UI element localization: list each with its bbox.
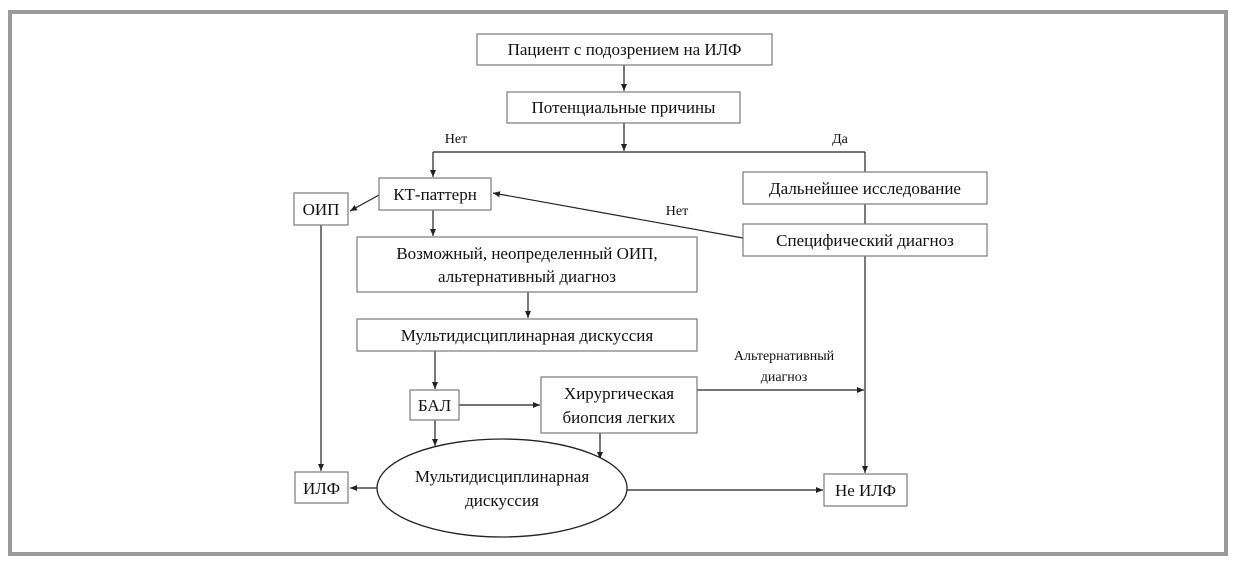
node-possible-uip-line1: Возможный, неопределенный ОИП, [396,244,657,263]
label-no-left: Нет [445,132,467,147]
node-further-study-label: Дальнейшее исследование [769,179,961,198]
node-surgical-biopsy-line1: Хирургическая [564,384,674,403]
node-ct-pattern: КТ-паттерн [378,177,492,211]
edge-specific-ct-back [492,191,744,239]
node-not-ipf: Не ИЛФ [823,473,908,507]
node-causes: Потенциальные причины [506,91,741,124]
label-alt-dx-line1: Альтернативный [734,349,835,364]
node-surgical-biopsy: Хирургическая биопсия легких [540,376,698,434]
node-patient: Пациент с подозрением на ИЛФ [476,33,773,66]
label-yes-right: Да [832,132,849,147]
node-uip: ОИП [293,192,349,226]
node-bal-label: БАЛ [418,396,452,415]
node-not-ipf-label: Не ИЛФ [835,481,896,500]
node-possible-uip-line2: альтернативный диагноз [438,267,616,286]
node-mdd-ellipse-line1: Мультидисциплинарная [415,467,590,486]
node-specific-dx-label: Специфический диагноз [776,231,954,250]
node-further-study: Дальнейшее исследование [742,171,988,205]
node-mdd-ellipse-line2: дискуссия [465,491,539,510]
node-surgical-biopsy-line2: биопсия легких [563,408,676,427]
node-mdd-ellipse: Мультидисциплинарная дискуссия [376,438,628,538]
node-uip-label: ОИП [303,200,340,219]
node-causes-label: Потенциальные причины [532,98,717,117]
edge-ct-uip [349,194,380,212]
node-ct-pattern-label: КТ-паттерн [393,185,477,204]
label-alt-dx-line2: диагноз [761,370,808,385]
node-ipf-label: ИЛФ [303,479,340,498]
edges [318,65,868,493]
node-mdd-box: Мультидисциплинарная дискуссия [356,318,698,352]
label-no-back: Нет [666,204,688,219]
node-mdd-box-label: Мультидисциплинарная дискуссия [401,326,654,345]
node-ipf: ИЛФ [294,471,349,504]
node-bal: БАЛ [409,389,460,421]
node-possible-uip: Возможный, неопределенный ОИП, альтернат… [356,236,698,293]
node-specific-dx: Специфический диагноз [742,223,988,257]
node-patient-label: Пациент с подозрением на ИЛФ [508,40,742,59]
